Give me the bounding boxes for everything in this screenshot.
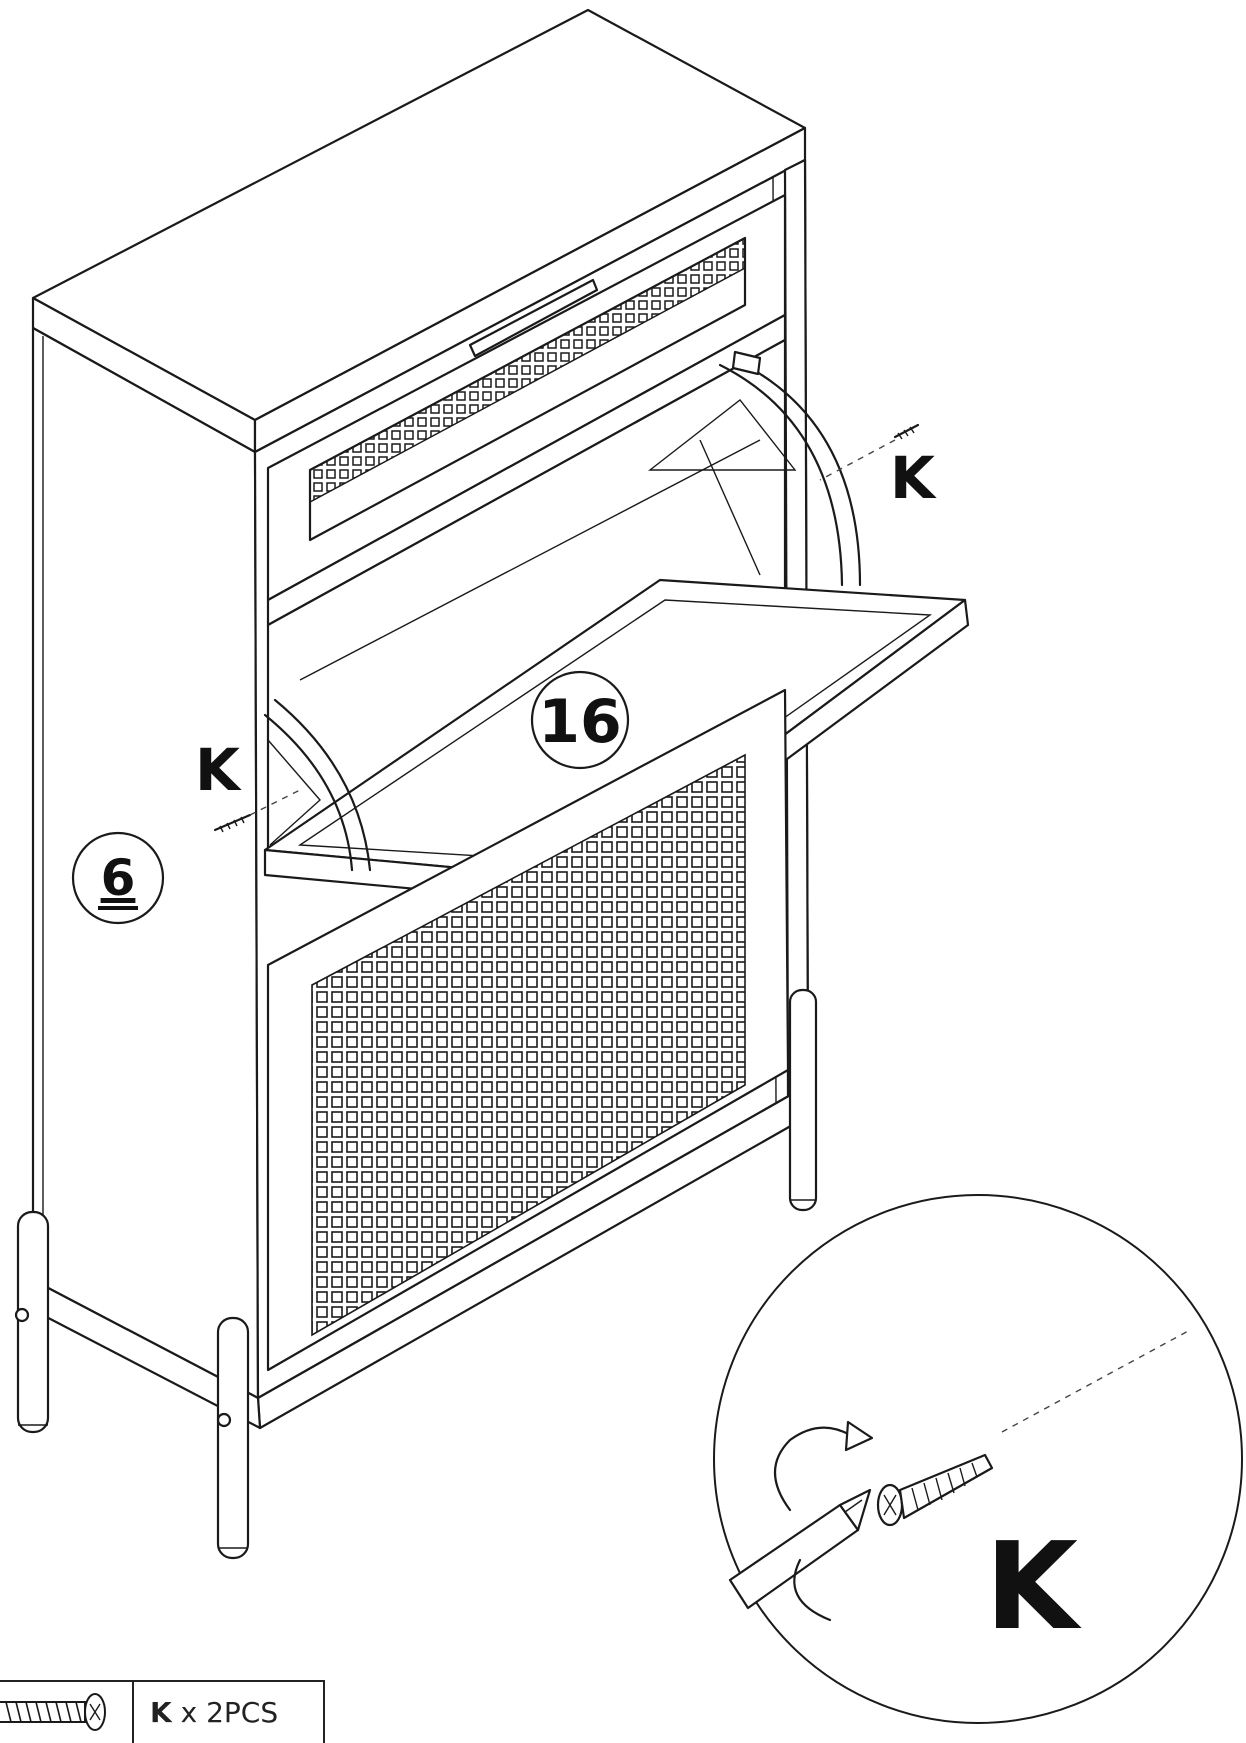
screw-icon xyxy=(213,789,301,833)
screwdriver-icon xyxy=(728,1488,872,1610)
parts-list-quantity: K x 2PCS xyxy=(150,1696,278,1729)
lower-door-mesh xyxy=(311,753,746,1337)
hinge-right xyxy=(733,358,862,587)
screw-icon xyxy=(819,423,920,481)
parts-list-count: x 2PCS xyxy=(180,1696,279,1729)
top-drawer-handle xyxy=(468,278,599,358)
screw-icon xyxy=(0,1693,106,1731)
detail-callout: K xyxy=(713,1194,1243,1724)
parts-list-divider xyxy=(132,1682,134,1743)
hinge-left xyxy=(273,698,372,872)
parts-list-screw-cell xyxy=(0,1682,132,1743)
screw-label-left: K xyxy=(195,736,242,804)
screw-icon xyxy=(876,1453,994,1527)
screw-label-top: K xyxy=(890,444,937,512)
parts-list-letter: K xyxy=(150,1696,172,1729)
screw-label-detail: K xyxy=(985,1518,1082,1657)
legs xyxy=(14,988,818,1560)
rotation-arrow-icon xyxy=(773,1420,874,1622)
svg-text:16: 16 xyxy=(538,687,622,757)
cabinet xyxy=(14,8,970,1560)
svg-text:6: 6 xyxy=(101,849,136,907)
side-panel xyxy=(31,326,260,1400)
parts-list-box: K x 2PCS xyxy=(0,1680,325,1743)
part-label-6: 6 xyxy=(71,831,165,925)
part-label-16: 16 xyxy=(530,670,630,770)
